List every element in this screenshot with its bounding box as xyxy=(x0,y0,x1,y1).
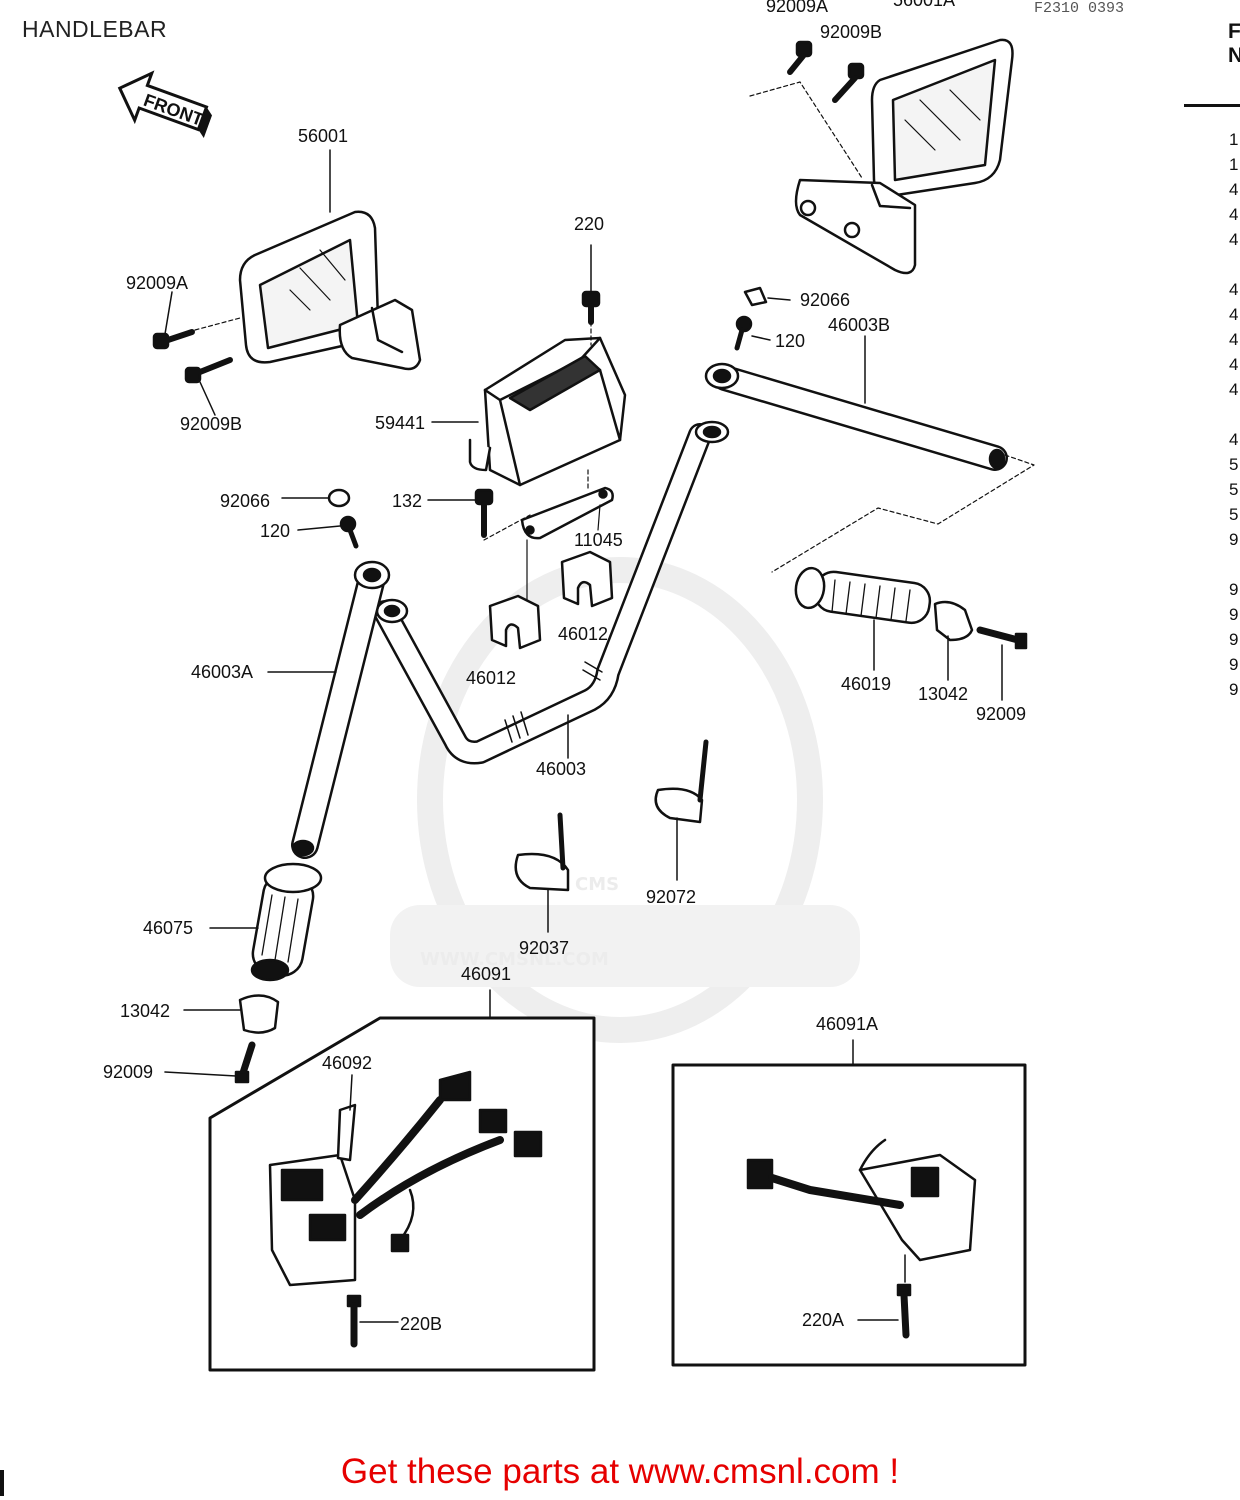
label-59441[interactable]: 59441 xyxy=(375,413,425,433)
side-list-row[interactable]: 4 xyxy=(1229,180,1239,199)
side-list-head-2: N xyxy=(1228,44,1240,67)
switch-box-46091 xyxy=(208,1016,596,1372)
leader-lines xyxy=(164,149,1003,1323)
screw-92009-left xyxy=(234,1041,256,1084)
side-list-row[interactable]: 9 xyxy=(1229,680,1239,699)
label-46075[interactable]: 46075 xyxy=(143,918,193,938)
bolt-132 xyxy=(474,488,494,538)
switch-box-46091a xyxy=(671,1063,1027,1367)
bolt-120-right xyxy=(734,315,753,351)
bolt-120-left xyxy=(339,515,359,549)
label-46003a[interactable]: 46003A xyxy=(191,662,253,682)
grip-46019-part xyxy=(794,566,932,625)
side-list-row[interactable]: 9 xyxy=(1229,580,1239,599)
bolt-92009a-top xyxy=(787,40,813,75)
label-92009a-top[interactable]: 92009A xyxy=(766,0,828,16)
label-56001[interactable]: 56001 xyxy=(298,126,348,146)
bolt-92009b-top xyxy=(832,62,865,103)
cable-tie-92037 xyxy=(514,812,570,892)
side-list-row[interactable]: 4 xyxy=(1229,230,1239,249)
diagram-ref-code: F2310 0393 xyxy=(1034,0,1125,17)
label-11045[interactable]: 11045 xyxy=(574,530,623,550)
weight-13042-left xyxy=(238,994,280,1034)
side-list-row[interactable]: 4 xyxy=(1229,430,1239,449)
side-list-row[interactable]: 4 xyxy=(1229,355,1239,374)
side-list-row[interactable]: 4 xyxy=(1229,280,1239,299)
screw-220b xyxy=(346,1294,362,1348)
label-92009a-left[interactable]: 92009A xyxy=(126,273,188,293)
shop-link[interactable]: Get these parts at www.cmsnl.com ! xyxy=(340,1452,900,1491)
label-92009b-top[interactable]: 92009B xyxy=(820,22,882,42)
label-92072[interactable]: 92072 xyxy=(646,887,696,907)
side-list-row[interactable]: 5 xyxy=(1229,505,1239,524)
side-list-row[interactable]: 9 xyxy=(1229,605,1239,624)
label-132[interactable]: 132 xyxy=(392,491,422,511)
screw-92009-right xyxy=(976,626,1028,650)
cable-tie-92072 xyxy=(654,739,709,824)
label-46092[interactable]: 46092 xyxy=(322,1053,372,1073)
watermark-url: WWW.CMSNL.COM xyxy=(420,949,609,970)
label-46003b[interactable]: 46003B xyxy=(828,315,890,335)
label-13042-right[interactable]: 13042 xyxy=(918,684,968,704)
label-92066-left[interactable]: 92066 xyxy=(220,491,270,511)
label-220a[interactable]: 220A xyxy=(802,1310,844,1330)
right-bar-46003b-part xyxy=(704,362,1008,471)
cms-watermark: CMS WWW.CMSNL.COM xyxy=(390,557,860,1043)
part-labels: 56001A 92009A 92009B 56001 220 92066 120… xyxy=(103,0,1026,1334)
side-list-row[interactable]: 4 xyxy=(1229,305,1239,324)
bolt-92009b-left xyxy=(184,357,233,384)
weight-13042-right xyxy=(933,600,974,642)
clamp-46012-a xyxy=(488,594,542,650)
side-list-row[interactable]: 4 xyxy=(1229,330,1239,349)
side-list-row[interactable]: 9 xyxy=(1229,630,1239,649)
clamp-46012-b xyxy=(560,550,614,608)
side-list-row[interactable]: 1 xyxy=(1229,130,1239,149)
label-92009-left[interactable]: 92009 xyxy=(103,1062,153,1082)
label-92009b-left[interactable]: 92009B xyxy=(180,414,242,434)
label-46091a[interactable]: 46091A xyxy=(816,1014,878,1034)
bracket-11045-part xyxy=(520,486,614,540)
bolt-220 xyxy=(581,290,601,325)
label-56001a[interactable]: 56001A xyxy=(893,0,955,10)
side-list-row[interactable]: 4 xyxy=(1229,205,1239,224)
label-220[interactable]: 220 xyxy=(574,214,604,234)
side-list-head-1: F xyxy=(1228,20,1240,43)
label-13042-left[interactable]: 13042 xyxy=(120,1001,170,1021)
page-title: HANDLEBAR xyxy=(22,16,168,42)
side-list-row[interactable]: 5 xyxy=(1229,455,1239,474)
side-list-row[interactable]: 9 xyxy=(1229,655,1239,674)
label-46012-a[interactable]: 46012 xyxy=(466,668,516,688)
bolt-92009a-left xyxy=(152,329,195,350)
side-list-row[interactable]: 1 xyxy=(1229,155,1239,174)
cap-92066-right xyxy=(743,286,768,307)
label-46003[interactable]: 46003 xyxy=(536,759,586,779)
meter-housing-part xyxy=(468,336,627,487)
label-46012-b[interactable]: 46012 xyxy=(558,624,608,644)
label-92066-right[interactable]: 92066 xyxy=(800,290,850,310)
side-list-row[interactable]: 5 xyxy=(1229,480,1239,499)
label-92009-right[interactable]: 92009 xyxy=(976,704,1026,724)
label-46091[interactable]: 46091 xyxy=(461,964,511,984)
side-list-rule xyxy=(1184,104,1240,107)
footer-cta: Get these parts at www.cmsnl.com ! xyxy=(0,1452,1240,1492)
mirror-right-part xyxy=(794,38,1014,275)
side-list-row[interactable]: 9 xyxy=(1229,530,1239,549)
label-46019[interactable]: 46019 xyxy=(841,674,891,694)
watermark-brand: CMS xyxy=(575,874,619,895)
mirror-left-part xyxy=(238,210,422,371)
edge-mark xyxy=(0,1470,4,1496)
cap-92066-left xyxy=(327,488,351,508)
front-arrow: FRONT xyxy=(117,70,213,138)
left-bar-46003a-part xyxy=(291,560,391,859)
label-92037[interactable]: 92037 xyxy=(519,938,569,958)
side-list-row[interactable]: 4 xyxy=(1229,380,1239,399)
grip-46075-part xyxy=(250,862,323,982)
label-120-left[interactable]: 120 xyxy=(260,521,290,541)
label-220b[interactable]: 220B xyxy=(400,1314,442,1334)
label-120-right[interactable]: 120 xyxy=(775,331,805,351)
screw-220a xyxy=(896,1283,912,1339)
